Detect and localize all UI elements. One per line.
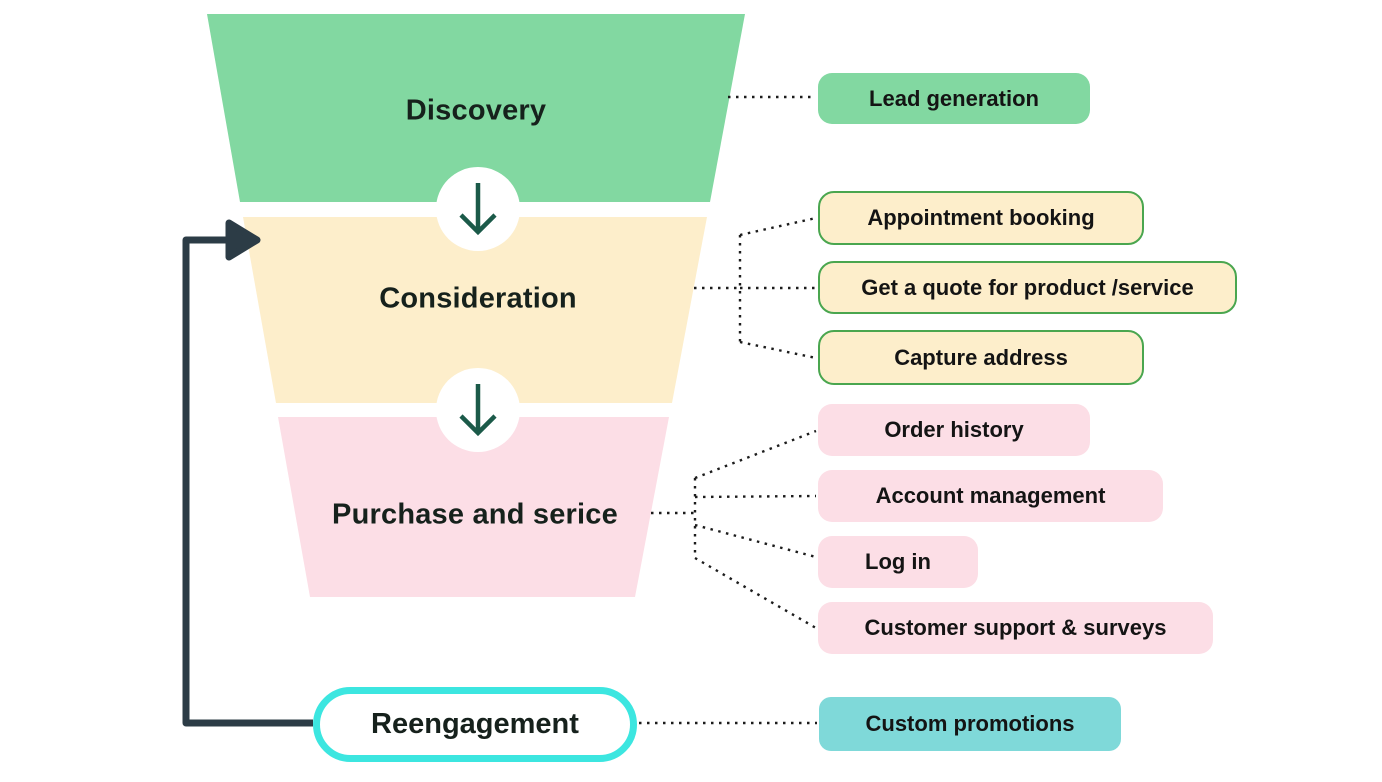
stage-label-discovery: Discovery	[405, 94, 547, 127]
stage-label-consideration: Consideration	[379, 282, 577, 315]
connector-purchase-branch-4	[694, 556, 817, 630]
connector-purchase-branch-3	[694, 523, 817, 559]
connector-purchase-branch-2	[694, 494, 817, 499]
stage-label-purchase: Purchase and serice	[332, 498, 618, 531]
callout-appointment-booking: Appointment booking	[818, 191, 1144, 245]
callout-account-management: Account management	[818, 470, 1163, 522]
loop-arrowhead-icon	[225, 219, 261, 261]
callout-custom-promotions: Custom promotions	[819, 697, 1121, 751]
connector-purchase-branch-1	[694, 429, 817, 480]
down-arrow-icon	[459, 183, 497, 236]
callout-lead-generation: Lead generation	[818, 73, 1090, 124]
callout-capture-address: Capture address	[818, 330, 1144, 385]
callout-get-a-quote: Get a quote for product /service	[818, 261, 1237, 314]
callout-customer-support: Customer support & surveys	[818, 602, 1213, 654]
callout-order-history: Order history	[818, 404, 1090, 456]
reengagement-pill: Reengagement	[313, 687, 637, 762]
reengagement-label: Reengagement	[371, 708, 579, 740]
down-arrow-icon	[459, 384, 497, 437]
callout-log-in: Log in	[818, 536, 978, 588]
connector-consideration-branch-1	[739, 216, 817, 237]
dotted-connectors	[639, 95, 817, 725]
loop-line	[182, 236, 313, 727]
funnel-stage-consideration-shape	[243, 217, 707, 403]
funnel-stage-purchase-shape	[278, 417, 669, 597]
funnel-stage-discovery-shape	[207, 14, 745, 202]
connector-consideration-branch-3	[739, 340, 817, 360]
